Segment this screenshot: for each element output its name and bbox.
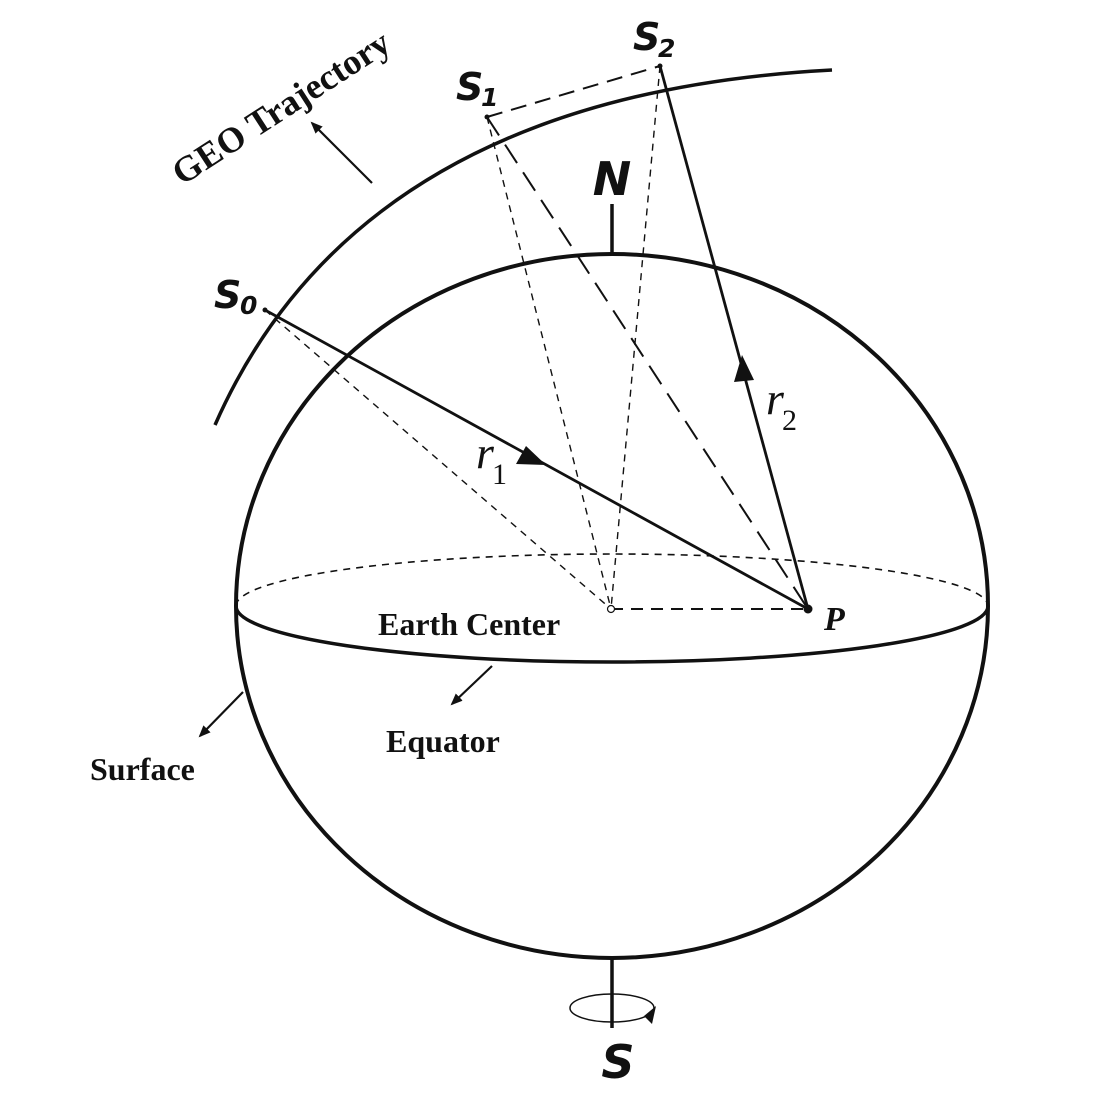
geo-trajectory-label: GEO Trajectory [165,22,398,193]
s0-center-dashed [264,309,612,610]
s1-center-dashed [486,116,612,610]
s1-label-base: S [456,65,483,109]
point-s0-dot [262,307,268,313]
point-p-label: P [823,601,845,638]
equator-front [234,605,990,664]
r2-label-sub: 2 [782,404,797,437]
equator-pointer [450,665,493,706]
r2-vector [658,65,810,610]
s0-label-sub: 0 [240,291,257,320]
s0-label-base: S [214,273,241,317]
point-s2-dot [657,63,663,69]
equator-label: Equator [386,723,500,759]
r1-label-base: r [476,427,495,478]
s1-label-sub: 1 [481,83,498,112]
rotation-arrowhead [644,1006,656,1024]
surface-label: Surface [90,751,195,787]
surface-pointer [198,691,244,738]
r2-label-base: r [766,373,785,424]
r1-label-sub: 1 [492,458,507,491]
point-s1-dot [484,114,490,120]
s1-p-dashed [486,116,809,610]
north-label: N [593,152,632,206]
point-p-dot [803,604,813,614]
earth-center-dot [606,604,616,614]
geo-trajectory-pointer [310,121,373,184]
r1-arrowhead [516,446,546,465]
s1-s2-chord [486,65,661,118]
s2-label-base: S [633,15,660,59]
s2-center-dashed [610,65,661,610]
south-label: S [601,1035,634,1089]
r2-arrowhead [734,355,754,382]
equator-back-dashed [235,553,989,607]
geo-trajectory-arc [213,68,833,426]
earth-center-label: Earth Center [378,606,560,642]
s2-label-sub: 2 [658,34,675,63]
